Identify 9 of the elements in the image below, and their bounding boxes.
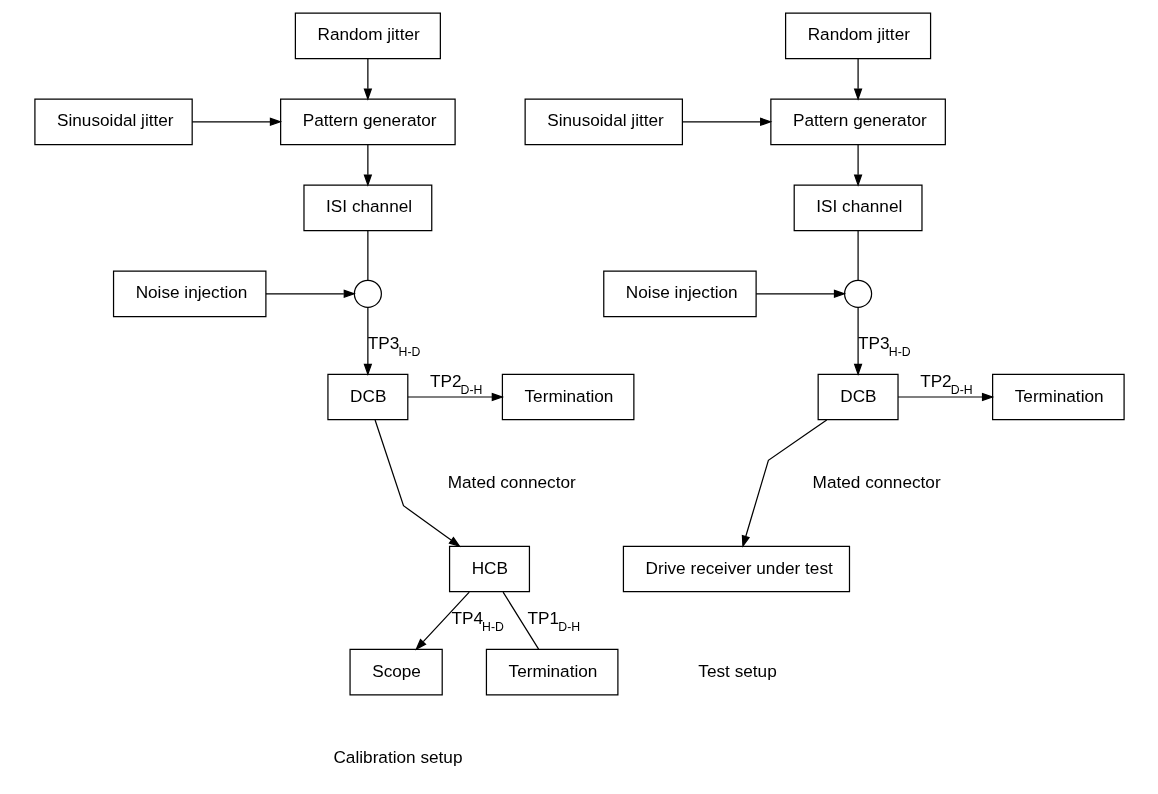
edge-label: TP4$_{H-D}$ bbox=[450, 607, 504, 634]
edge-label: TP2$_{D-H}$ bbox=[429, 371, 482, 398]
edge-label: TP3$_{H-D}$ bbox=[367, 332, 420, 359]
edge-label: TP1$_{D-H}$ bbox=[527, 607, 580, 634]
label: Mated connector bbox=[447, 471, 576, 492]
label: Test setup bbox=[697, 660, 777, 681]
label: Calibration setup bbox=[332, 746, 462, 767]
edge-label: TP2$_{D-H}$ bbox=[919, 371, 973, 398]
label: Mated connector bbox=[812, 471, 941, 492]
